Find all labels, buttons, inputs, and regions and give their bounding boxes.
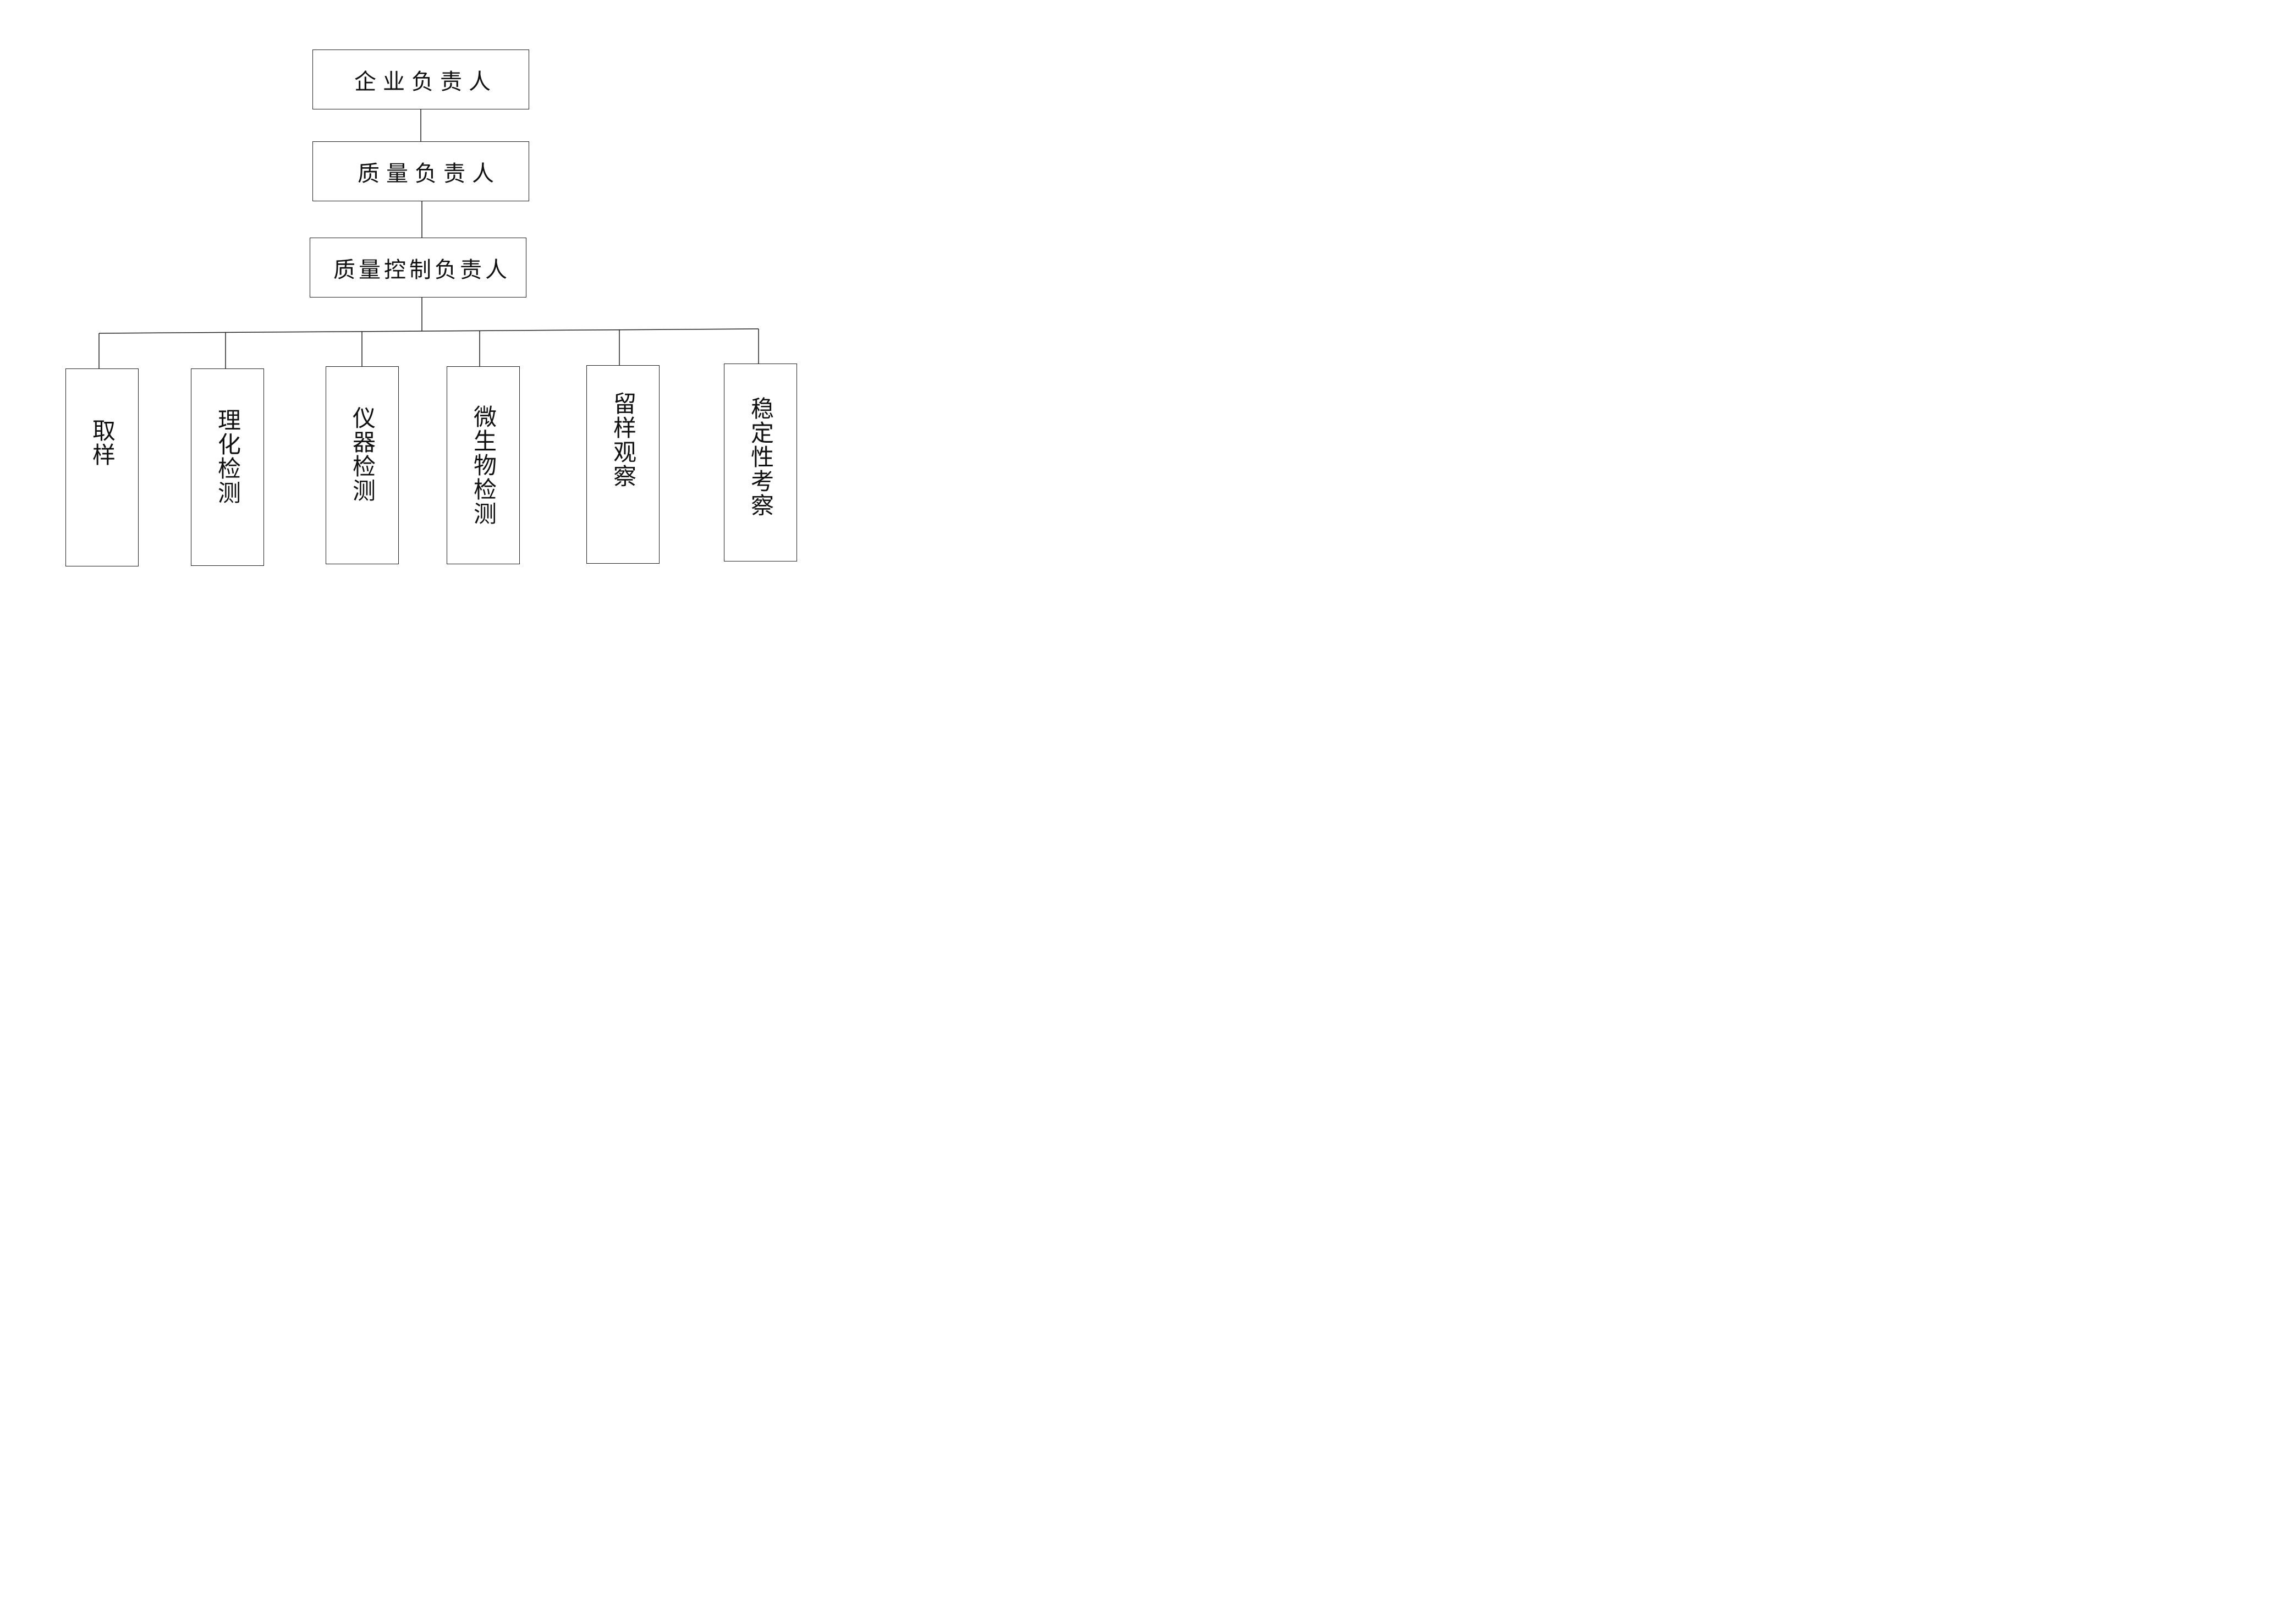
dept-label-instrument: 仪器检测 (349, 406, 376, 503)
qc-head-box: 质量控制负责人 (310, 238, 526, 298)
dept-box-instrument: 仪器检测 (326, 366, 399, 564)
org-chart: 企业负责人 质量负责人 质量控制负责人 取样 理化检测 仪器检测 微生物检测 留… (0, 0, 862, 615)
dept-label-physicochemical: 理化检测 (214, 408, 241, 505)
dept-box-microbiology: 微生物检测 (447, 366, 520, 564)
quality-head-box: 质量负责人 (312, 141, 529, 201)
enterprise-head-box: 企业负责人 (312, 49, 529, 109)
connector-lines (98, 109, 759, 368)
dept-box-physicochemical: 理化检测 (191, 368, 264, 566)
qc-head-label: 质量控制负责人 (333, 257, 510, 283)
dept-label-microbiology: 微生物检测 (470, 405, 497, 526)
dept-box-retained-sample: 留样观察 (586, 365, 660, 564)
dept-box-stability: 稳定性考察 (724, 364, 797, 561)
dept-label-retained-sample: 留样观察 (609, 391, 637, 488)
enterprise-head-label: 企业负责人 (354, 69, 497, 95)
connector-horizontal-bus (98, 328, 759, 334)
dept-box-sampling: 取样 (65, 368, 139, 566)
quality-head-label: 质量负责人 (358, 161, 501, 186)
dept-label-sampling: 取样 (89, 419, 116, 467)
dept-label-stability: 稳定性考察 (747, 397, 775, 518)
